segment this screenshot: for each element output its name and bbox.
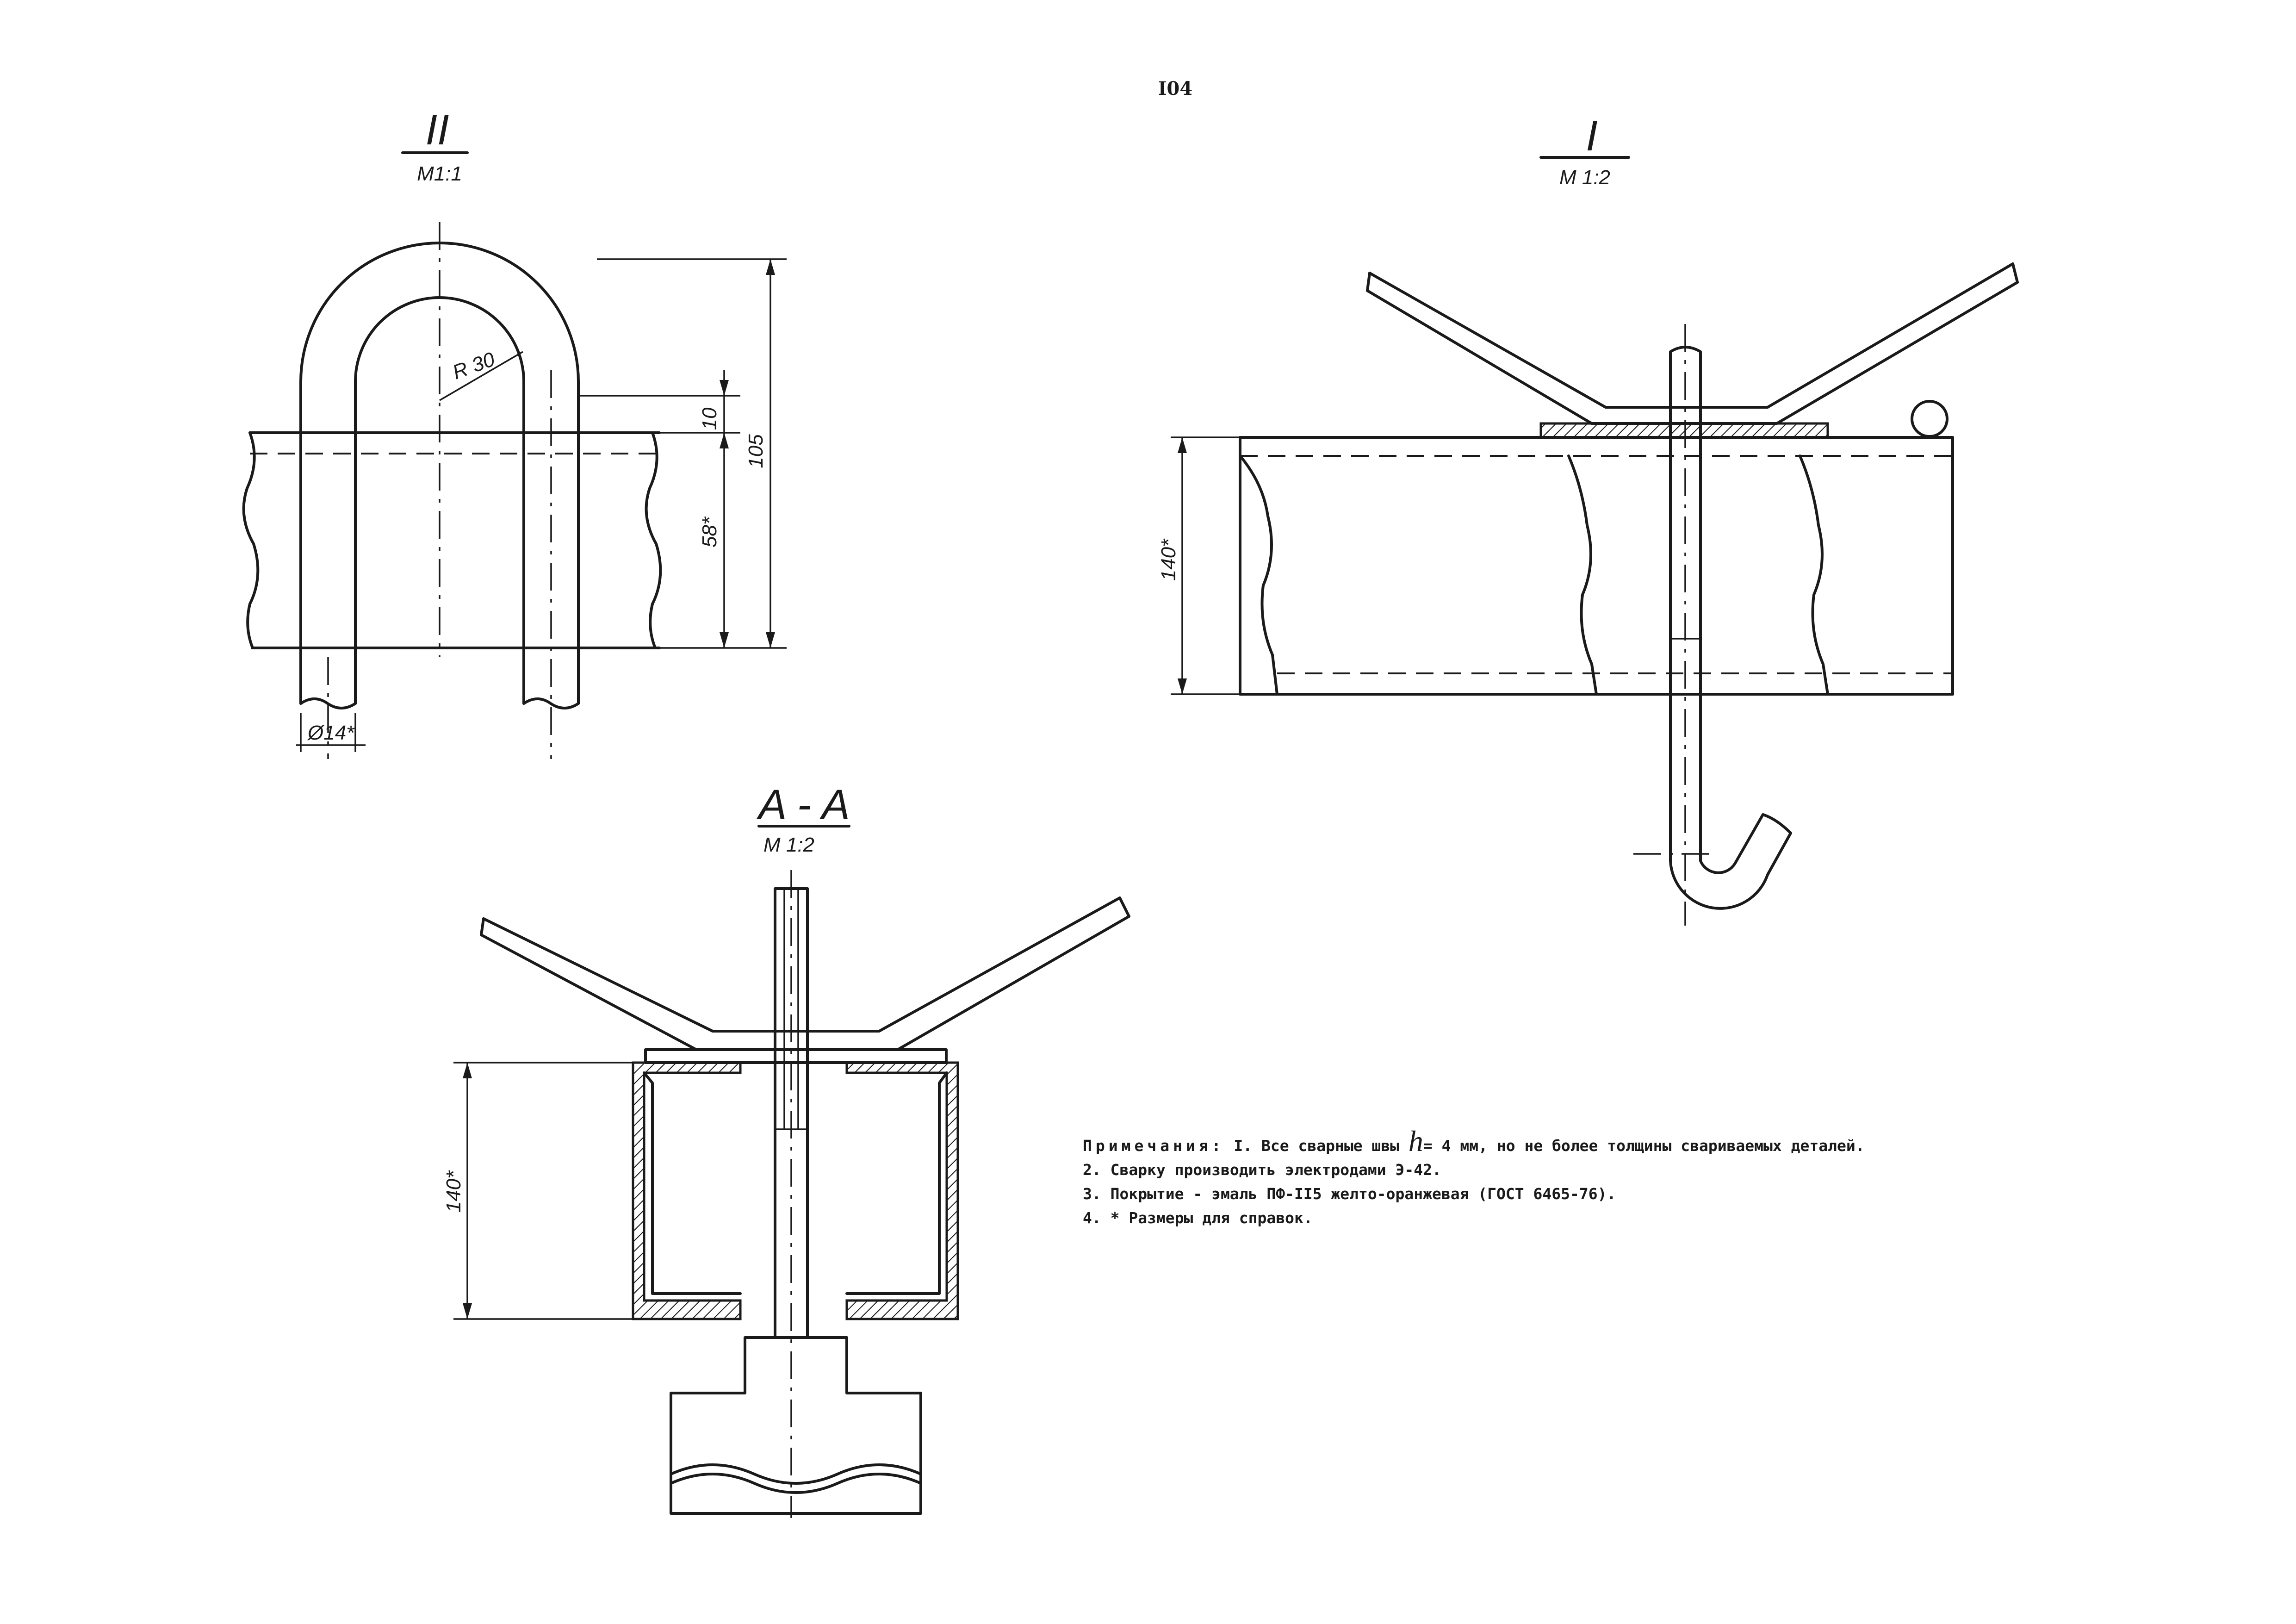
section-aa-scale: M 1:2 bbox=[763, 834, 814, 856]
section-aa-v-wire bbox=[480, 896, 1130, 1051]
detail-i-view: I M 1:2 bbox=[1157, 112, 2019, 926]
detail-ii-beam bbox=[242, 431, 662, 649]
dim-140-detail-i: 140* bbox=[1157, 538, 1180, 581]
detail-i-title: I bbox=[1586, 112, 1598, 160]
notes-heading: Примечания: bbox=[1083, 1137, 1225, 1155]
detail-ii-title: II bbox=[425, 106, 449, 154]
note-2: 2. Сварку производить электродами Э-42. bbox=[1083, 1161, 1441, 1179]
detail-i-round-bar bbox=[1911, 400, 1948, 438]
dim-58: 58* bbox=[698, 516, 721, 548]
weld-symbol: h bbox=[1408, 1125, 1423, 1157]
section-aa-view: A - A M 1:2 bbox=[442, 781, 1130, 1518]
note-4: 4. * Размеры для справок. bbox=[1083, 1209, 1313, 1227]
dim-140-section-aa: 140* bbox=[442, 1170, 465, 1213]
section-aa-title: A - A bbox=[756, 781, 850, 828]
note-1-text: I. Все сварные швы bbox=[1234, 1137, 1400, 1155]
section-aa-channel bbox=[632, 1061, 959, 1320]
note-1-text-end: = 4 мм, но не более толщины свариваемых … bbox=[1423, 1137, 1865, 1155]
dim-105: 105 bbox=[745, 434, 767, 468]
note-1: Примечания: I. Все сварные швы h= 4 мм, … bbox=[1083, 1126, 2240, 1158]
detail-ii-dimensions: 10 105 58* bbox=[578, 258, 787, 649]
dim-10: 10 bbox=[698, 407, 721, 430]
diameter-dimension: Ø14* bbox=[307, 722, 355, 744]
detail-i-dimension: 140* bbox=[1157, 436, 1240, 695]
section-aa-support bbox=[670, 1336, 922, 1515]
detail-i-hook-bolt bbox=[1633, 324, 1792, 926]
detail-ii-view: II M1:1 R 30 bbox=[242, 106, 787, 759]
detail-i-v-wire bbox=[1366, 262, 2019, 425]
notes-block: Примечания: I. Все сварные швы h= 4 мм, … bbox=[1083, 1126, 2240, 1230]
radius-leader bbox=[439, 351, 523, 401]
detail-i-scale: M 1:2 bbox=[1559, 166, 1610, 189]
diameter-dimension-group: Ø14* bbox=[296, 713, 366, 752]
radius-dimension: R 30 bbox=[450, 348, 498, 384]
section-aa-bolt bbox=[774, 870, 809, 1518]
section-aa-plate bbox=[644, 1048, 948, 1064]
page-number: I04 bbox=[1158, 78, 1192, 100]
detail-i-beam bbox=[1239, 436, 1954, 696]
detail-ii-scale: M1:1 bbox=[417, 162, 462, 185]
section-aa-dimension: 140* bbox=[442, 1062, 633, 1320]
note-3: 3. Покрытие - эмаль ПФ-II5 желто-оранжев… bbox=[1083, 1185, 1616, 1203]
detail-i-base-plate bbox=[1539, 422, 1829, 439]
